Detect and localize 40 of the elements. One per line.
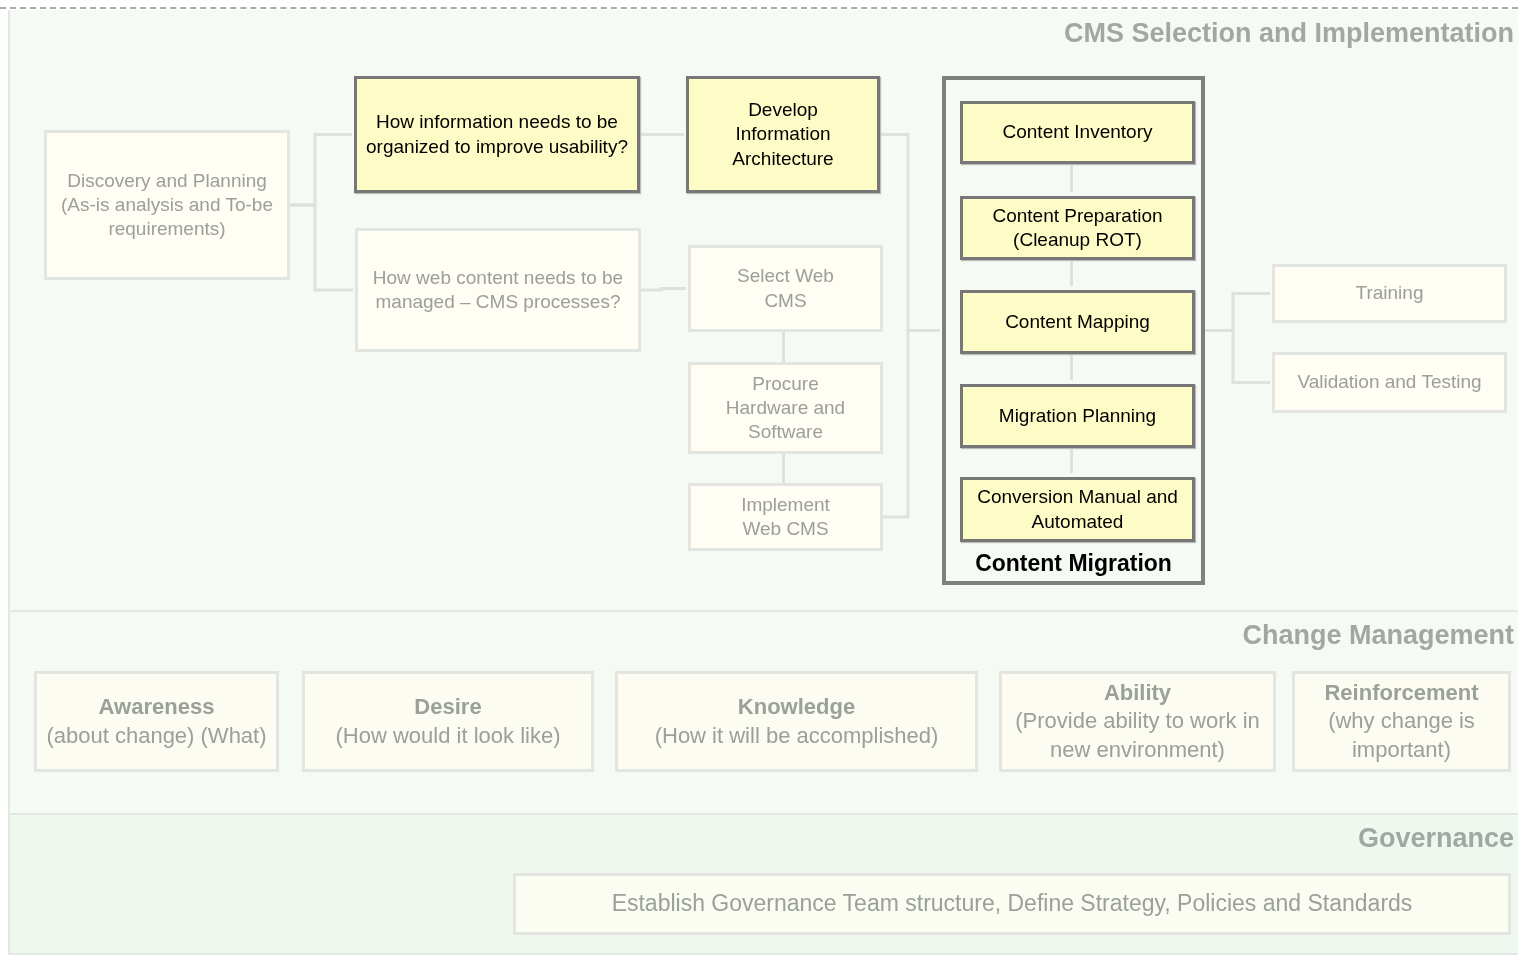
group-frame <box>942 76 1205 585</box>
connector-line <box>288 203 353 292</box>
process-box: Implement Web CMS <box>688 483 883 551</box>
stage-box <box>34 671 279 772</box>
stage-title: Reinforcement <box>1324 678 1479 707</box>
section-title: Change Management <box>1242 620 1514 651</box>
section-band <box>8 612 1518 815</box>
process-box: Content Mapping <box>960 290 1195 354</box>
process-box: Select Web CMS <box>688 245 883 332</box>
process-box: Content Preparation (Cleanup ROT) <box>960 196 1195 260</box>
process-box: Establish Governance Team structure, Define Strategy, Policies and Standards <box>513 873 1511 935</box>
process-box: Training <box>1272 264 1507 323</box>
process-box: How web content needs to be managed – CMS processes? <box>355 228 641 352</box>
stage-box <box>302 671 594 772</box>
process-box: Migration Planning <box>960 384 1195 448</box>
stage-box <box>1292 671 1511 772</box>
stage-title: Ability <box>1103 678 1172 707</box>
process-box: Develop Information Architecture <box>686 76 880 193</box>
section-title: CMS Selection and Implementation <box>1063 18 1514 49</box>
section-title: Governance <box>1357 823 1514 854</box>
group-title: Content Migration <box>975 550 1172 577</box>
stage-box <box>615 671 978 772</box>
stage-title: Awareness <box>98 692 215 721</box>
section-band <box>8 10 1518 612</box>
connector-line <box>639 287 686 292</box>
section-band <box>8 815 1518 955</box>
stage-title: Knowledge <box>737 692 856 721</box>
stage-description: (about change) (What) <box>46 721 267 750</box>
process-box: Procure Hardware and Software <box>688 362 883 454</box>
process-box: Conversion Manual and Automated <box>960 477 1195 542</box>
stage-description: (How would it look like) <box>335 721 561 750</box>
process-box: How information needs to be organized to improve usability? <box>354 76 640 193</box>
process-box: Validation and Testing <box>1272 352 1507 413</box>
stage-description: (How it will be accomplished) <box>654 721 939 750</box>
process-box: Content Inventory <box>960 101 1195 164</box>
process-box: Discovery and Planning (As-is analysis and To-be requirements) <box>44 130 290 280</box>
stage-description: (why change is important) <box>1327 707 1476 764</box>
stage-description: (Provide ability to work in new environment) <box>1014 707 1261 764</box>
stage-box <box>999 671 1276 772</box>
stage-title: Desire <box>414 692 482 721</box>
